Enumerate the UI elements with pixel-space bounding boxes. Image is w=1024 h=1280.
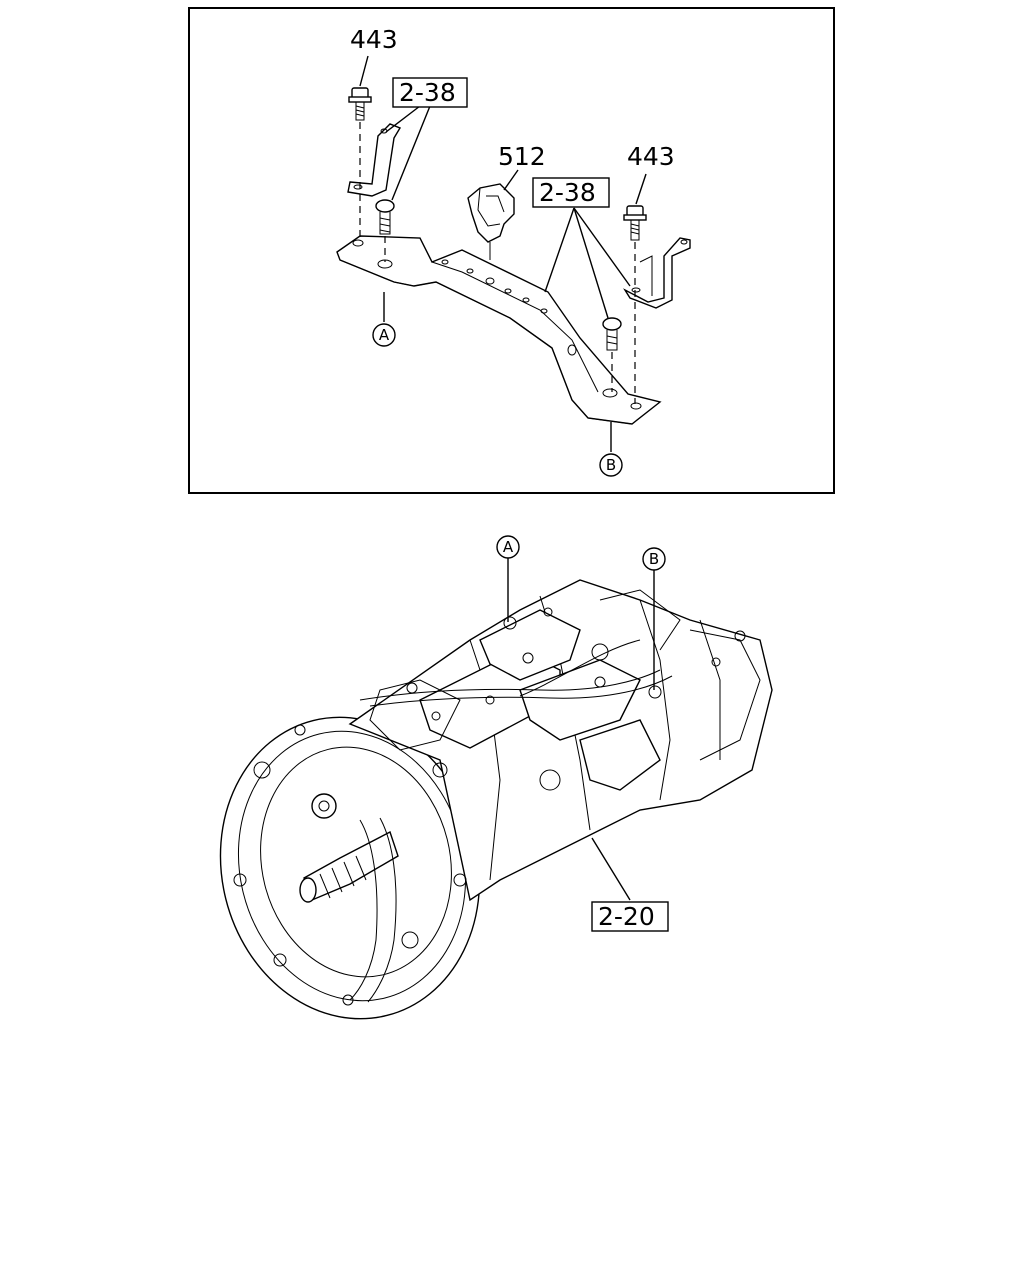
bolt-left-small <box>375 199 395 235</box>
callout-clip-512: 512 <box>498 142 546 171</box>
clip-part <box>467 183 515 260</box>
detail-view: 443 2-38 512 2-38 443 A B <box>188 7 835 494</box>
ref-2-38-left: 2-38 <box>399 78 456 107</box>
bolt-443-right <box>623 205 647 241</box>
main-connector-a-label: A <box>503 538 514 556</box>
ref-2-20: 2-20 <box>598 902 655 931</box>
ref-box-2-20 <box>591 901 669 932</box>
detail-frame <box>188 7 835 494</box>
crossmember-bracket <box>336 235 662 425</box>
ref-2-38-right: 2-38 <box>539 178 596 207</box>
main-connector-a-circle <box>496 535 520 559</box>
connector-b-circle <box>599 453 623 477</box>
left-small-bracket <box>347 123 402 197</box>
main-connector-b-circle <box>642 547 666 571</box>
input-shaft <box>299 793 399 1003</box>
bolt-right-small <box>602 317 622 351</box>
transmission-assembly: A B 2-20 <box>219 535 773 1020</box>
connector-a-circle <box>372 323 396 347</box>
bolt-443-left <box>348 87 372 121</box>
callout-bolt-443-left: 443 <box>350 25 398 54</box>
ref-box-2-38-right <box>532 177 610 208</box>
ref-box-2-38-left <box>392 77 468 108</box>
connector-b-label: B <box>606 456 616 474</box>
right-small-bracket <box>623 237 691 309</box>
connector-a-label: A <box>379 326 390 344</box>
main-connector-b-label: B <box>649 550 659 568</box>
callout-bolt-443-right: 443 <box>627 142 675 171</box>
